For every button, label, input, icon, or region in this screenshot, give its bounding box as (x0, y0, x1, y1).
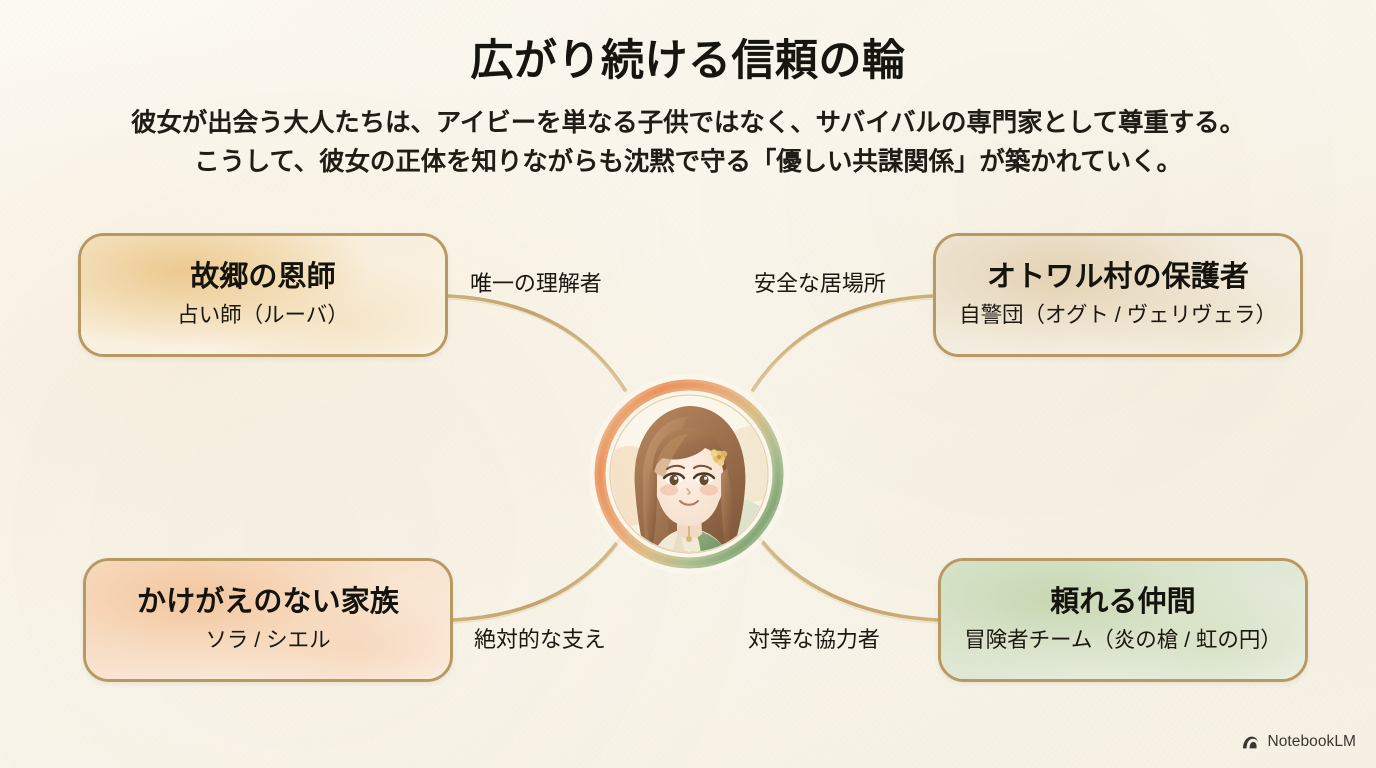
card-top-right[interactable]: オトワル村の保護者 自警団（オグト / ヴェリヴェラ） (933, 233, 1303, 357)
edge-label-bottom-left: 絶対的な支え (474, 627, 606, 652)
center-medallion[interactable] (583, 368, 795, 580)
card-watercolor-wash (86, 561, 450, 679)
card-subtitle: 自警団（オグト / ヴェリヴェラ） (959, 303, 1277, 328)
connector-bottom-right-highlight (752, 531, 939, 624)
connector-bottom-left (451, 528, 628, 622)
page-subtitle: 彼女が出会う大人たちは、アイビーを単なる子供ではなく、サバイバルの専門家として尊… (131, 109, 1245, 176)
card-title: オトワル村の保護者 (986, 261, 1250, 294)
notebooklm-watermark: NotebookLM (1241, 733, 1356, 751)
card-title: 頼れる仲間 (1050, 586, 1196, 619)
card-bottom-right[interactable]: 頼れる仲間 冒険者チーム（炎の槍 / 虹の円） (938, 558, 1308, 682)
card-title: 故郷の恩師 (190, 261, 336, 294)
card-subtitle: 占い師（ルーバ） (177, 303, 349, 328)
connector-top-left-highlight (447, 298, 627, 393)
connector-bottom-right (752, 528, 940, 622)
connector-bottom-left-highlight (452, 531, 628, 624)
connector-top-right-highlight (751, 298, 934, 393)
card-top-left[interactable]: 故郷の恩師 占い師（ルーバ） (78, 233, 448, 357)
page-title: 広がり続ける信頼の輪 (470, 38, 906, 85)
card-title: かけがえのない家族 (136, 586, 400, 619)
medallion-ring-inner (597, 382, 781, 566)
card-subtitle: 冒険者チーム（炎の槍 / 虹の円） (964, 628, 1282, 653)
edge-label-top-right: 安全な居場所 (754, 271, 886, 296)
card-subtitle: ソラ / シエル (205, 628, 331, 653)
notebooklm-label: NotebookLM (1267, 733, 1356, 750)
notebooklm-arc-icon (1243, 736, 1259, 748)
portrait-art (634, 406, 746, 552)
flower-hair-ornament (710, 449, 728, 467)
card-bottom-left[interactable]: かけがえのない家族 ソラ / シエル (83, 558, 453, 682)
card-watercolor-wash (81, 236, 445, 354)
edge-label-bottom-right: 対等な協力者 (748, 627, 880, 652)
center-portrait (589, 374, 789, 574)
card-watercolor-wash (941, 561, 1305, 679)
card-watercolor-wash (936, 236, 1300, 354)
edge-label-top-left: 唯一の理解者 (470, 271, 602, 296)
